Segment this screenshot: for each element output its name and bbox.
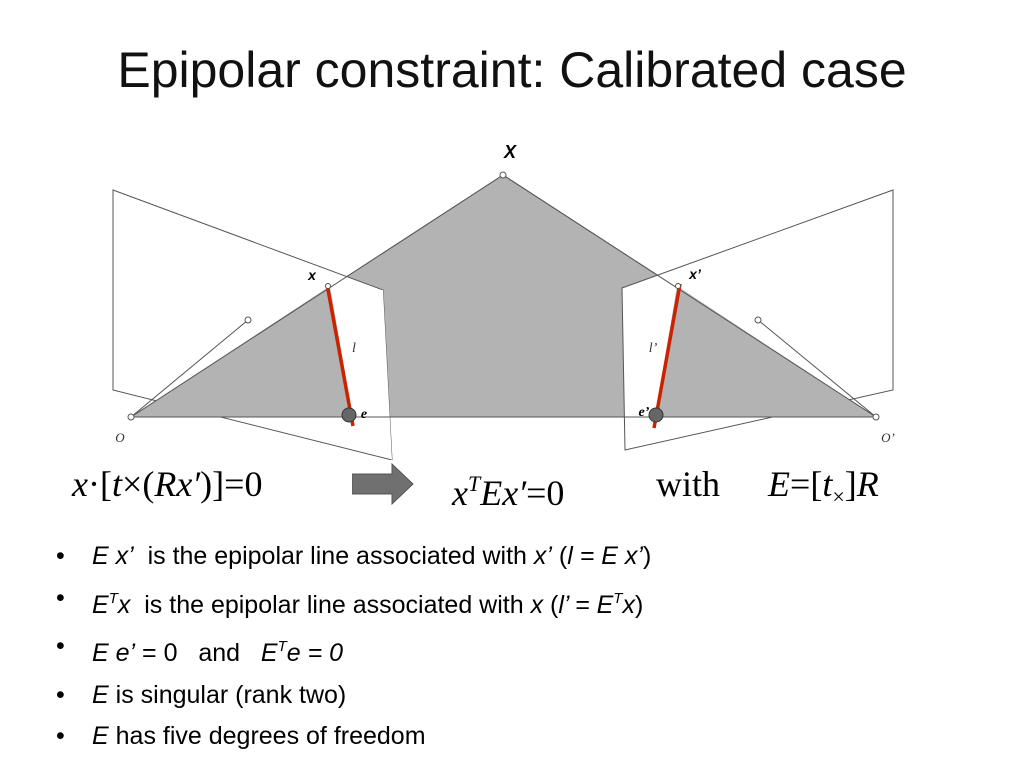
right-principal-ray [757,319,877,418]
label-O-prime: O’ [881,430,895,445]
label-X: X [503,142,517,162]
left-principal-ray [130,319,249,418]
label-O: O [115,430,125,445]
epipole-eprime-marker [648,407,664,423]
label-e-prime: e’ [639,405,650,420]
epipole-e-marker [341,407,357,423]
label-x-prime: x’ [688,266,702,282]
ray-Oprime-to-X [502,174,877,418]
epipolar-line-l [325,283,355,427]
label-l-prime: l’ [649,341,658,356]
epipolar-line-l-prime [652,283,682,429]
coplanarity-equation: x·[t×(Rx′)]=0 [72,464,263,504]
point-x-marker [325,283,331,289]
point-xprime-marker [675,283,681,289]
with-text: with [656,464,721,504]
ray-O-to-X [130,174,504,418]
bullet-item-4: E is singular (rank two) [56,675,651,717]
bullet-item-1: E x’ is the epipolar line associated wit… [56,536,651,578]
label-l: l [352,341,356,356]
essential-matrix-equation: xTEx′=0 [452,471,565,513]
bullet-item-5: E has five degrees of freedom [56,716,651,758]
left-principal-point [244,316,252,324]
slide-title: Epipolar constraint: Calibrated case [117,42,907,98]
center-O-marker [127,413,135,421]
label-e: e [361,407,367,422]
bullet-item-2: ETx is the epipolar line associated with… [56,578,651,627]
label-x: x [307,267,317,283]
epipolar-geometry-figure: X x x’ l l’ e e’ O O’ [112,142,895,460]
right-principal-point [754,316,762,324]
essential-matrix-definition: E=[t×]R [768,464,879,509]
center-Oprime-marker [872,413,880,421]
right-plane-projection [655,286,876,417]
bullet-list: E x’ is the epipolar line associated wit… [56,536,651,758]
implies-arrow-icon [352,462,414,506]
point-X-marker [499,171,507,179]
left-plane-projection [131,286,353,417]
bullet-item-3: E e’ = 0 and ETe = 0 [56,626,651,675]
